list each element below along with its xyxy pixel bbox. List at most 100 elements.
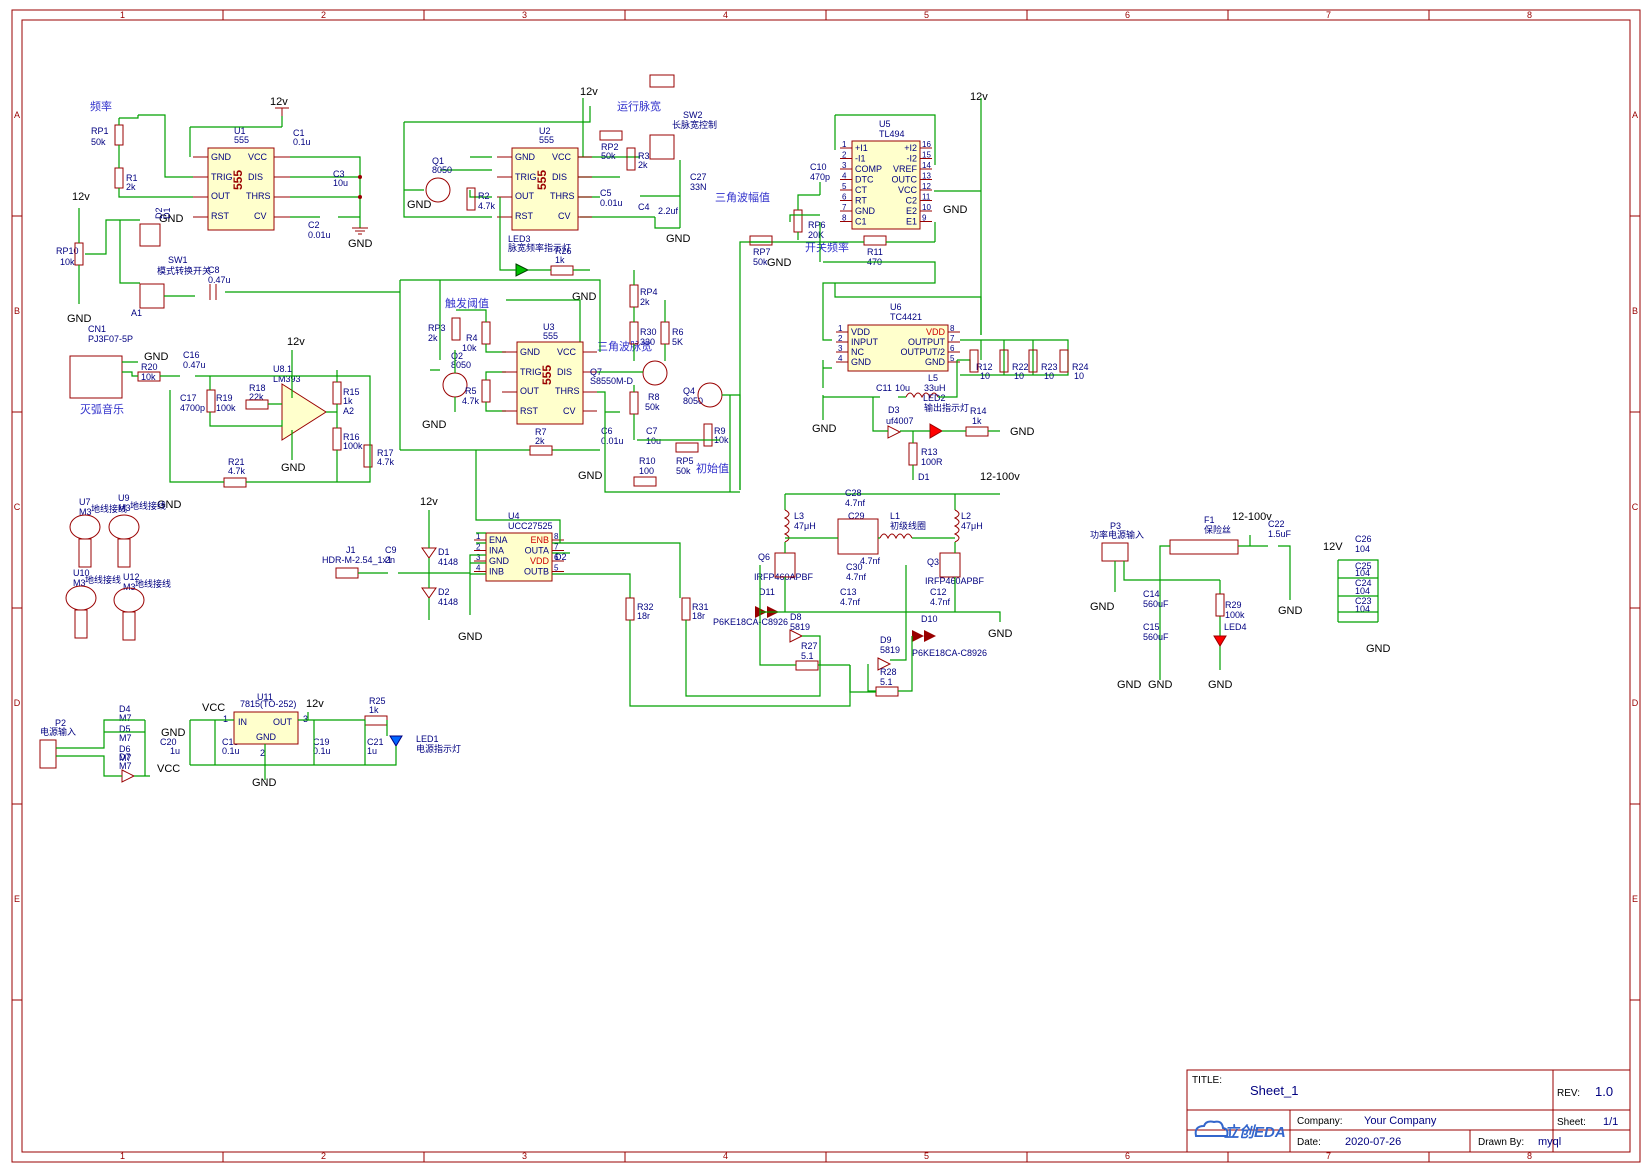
q7-ref: Q7 (590, 367, 602, 377)
r7-resistor (529, 445, 553, 456)
cn1-ref: CN1 (88, 324, 106, 334)
r9-value: 10k (714, 435, 729, 445)
pin-label: +I1 (855, 143, 868, 153)
pin-number: 7 (554, 543, 559, 552)
d2-ref: D2 (154, 207, 164, 219)
pin-label: COMP (855, 164, 882, 174)
u1-555-block: 频率 RP1 50k R1 2k U1 555 GND TRIG OUT RST… (90, 96, 373, 250)
r1-ref: R1 (126, 173, 138, 183)
c23-ref: C23 (1355, 596, 1372, 606)
u3-gnd-net: GND (578, 470, 603, 482)
r26-value: 1k (555, 255, 565, 265)
decoupling-12v-net: 12V (1323, 541, 1343, 553)
l3-ref: L3 (794, 511, 804, 521)
r1-value: 2k (126, 182, 136, 192)
d3-value: uf4007 (886, 416, 914, 426)
sw2-value: 长脉宽控制 (672, 119, 717, 130)
u3-pin-vcc: VCC (557, 347, 577, 357)
u5-gnd-net: GND (943, 204, 968, 216)
rp3-ref: RP3 (428, 323, 446, 333)
rp4-potentiometer (629, 284, 639, 308)
p3-connector[interactable] (1101, 542, 1129, 562)
lm393-gnd-net: GND (157, 499, 182, 511)
grid-row-right-label: A (1632, 110, 1638, 120)
r11-resistor (863, 235, 887, 246)
power-supply-block: P2 电源输入 D4 M7 D5 M7 D6 M7 D7 M7 GND VCC … (39, 692, 461, 789)
c17-ref: C17 (180, 393, 197, 403)
grid-col-top-label: 6 (1125, 10, 1130, 20)
r29-resistor (1215, 593, 1225, 617)
c21-value: 1u (367, 746, 377, 756)
pin-number: 5 (950, 354, 955, 363)
r5-resistor (481, 379, 491, 403)
pin-label: GND (855, 206, 876, 216)
j1-ref: J1 (346, 545, 356, 555)
r23-value: 10 (1044, 371, 1054, 381)
q2-ref: Q2 (451, 351, 463, 361)
r3-ref: R3 (638, 151, 650, 161)
j1-header[interactable] (335, 567, 359, 579)
pin-label: INB (489, 567, 504, 577)
r9-resistor (703, 423, 713, 447)
r5-value: 4.7k (462, 396, 480, 406)
pin-label: VDD (926, 327, 946, 337)
r25-ref: R25 (369, 696, 386, 706)
pin-number: 15 (922, 151, 931, 160)
pin-number: 3 (476, 553, 481, 562)
sw1-switch[interactable] (139, 283, 165, 309)
pin-number: 9 (922, 214, 927, 223)
regulator-vcc-net: VCC (202, 702, 225, 714)
grid-row-left-label: E (14, 894, 20, 904)
q2-gnd-net: GND (422, 419, 447, 431)
grid-col-top-label: 3 (522, 10, 527, 20)
sheet-label: Sheet: (1557, 1117, 1586, 1128)
d1-ref: D1 (162, 207, 172, 219)
q2-value: 8050 (451, 360, 471, 370)
rp1-ref: RP1 (91, 126, 109, 136)
u5-ic-body (851, 140, 921, 230)
pin-label: INA (489, 546, 504, 556)
u2-pin-trig: TRIG (515, 172, 537, 182)
c26-value: 104 (1355, 544, 1370, 554)
r22-value: 10 (1014, 371, 1024, 381)
p2-connector[interactable] (39, 739, 57, 769)
pin-label: INPUT (851, 337, 879, 347)
rp7-potentiometer (749, 235, 773, 246)
r2-resistor (466, 187, 476, 211)
r29-value: 100k (1225, 610, 1245, 620)
u2-pin-gnd: GND (515, 152, 536, 162)
u10-pad (65, 585, 97, 611)
u1-ref: U1 (234, 126, 246, 136)
c30-ref: C30 (846, 562, 863, 572)
r32-resistor (625, 597, 635, 621)
r6-resistor (660, 321, 670, 345)
r32-ref: R32 (637, 602, 654, 612)
sw1-ref: SW1 (168, 255, 188, 265)
c7-ref: C7 (646, 426, 658, 436)
pin-number: 5 (842, 182, 847, 191)
c22-value: 1.5uF (1268, 529, 1292, 539)
c18-value: 0.1u (222, 746, 240, 756)
c1-ref: C1 (293, 128, 305, 138)
r31-ref: R31 (692, 602, 709, 612)
r19-value: 100k (216, 403, 236, 413)
u1-pin-vcc: VCC (248, 152, 268, 162)
c25-value: 104 (1355, 568, 1370, 578)
r3-resistor (626, 147, 636, 171)
c29-c30-capacitors (837, 518, 879, 555)
r10-value: 100 (639, 466, 654, 476)
sw2-switch[interactable] (649, 134, 675, 160)
u3-pin-rst: RST (520, 406, 539, 416)
u12-label: 地线接线 (135, 578, 171, 589)
r19-resistor (206, 389, 216, 413)
cn1-audio-jack[interactable] (69, 355, 123, 399)
u10-label: 地线接线 (85, 574, 121, 585)
u6-value: TC4421 (890, 312, 922, 322)
rp7-ref: RP7 (753, 247, 771, 257)
d5-ref: D5 (119, 724, 131, 734)
c3-ref: C3 (333, 169, 345, 179)
u7-post (78, 538, 92, 568)
